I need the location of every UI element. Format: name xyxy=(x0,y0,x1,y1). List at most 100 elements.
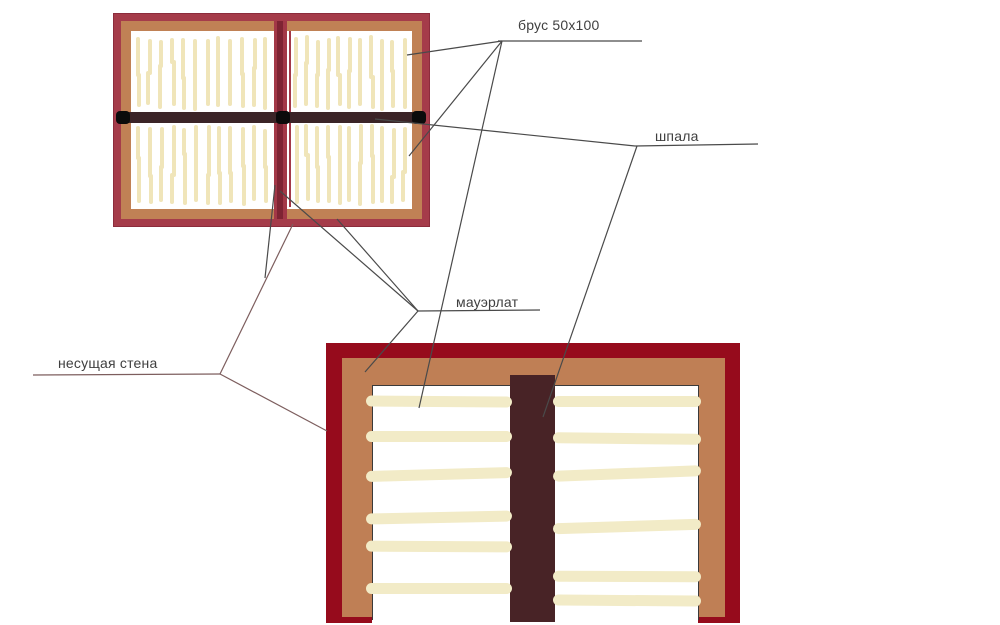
joist-stripe xyxy=(170,172,175,204)
joist-stripe xyxy=(206,75,211,106)
leader-line xyxy=(417,309,541,312)
joist-stripe xyxy=(369,124,374,158)
label-mauerlat: мауэрлат xyxy=(456,294,519,310)
leader-line xyxy=(32,373,221,376)
joist-stripe xyxy=(193,38,198,84)
joist-stripe xyxy=(294,36,299,77)
joist-stripe xyxy=(157,63,162,109)
joist-stripe xyxy=(136,156,141,203)
sleeper-end-cap-left xyxy=(116,111,130,124)
joist-stripe xyxy=(293,72,298,109)
joist-stripe xyxy=(390,39,395,73)
joist-stripe xyxy=(228,38,233,72)
sleeper-end-cap-right xyxy=(412,111,426,124)
joist-stripe xyxy=(295,171,300,205)
floor-beam xyxy=(552,593,702,607)
joist-stripe xyxy=(216,125,221,175)
joist-stripe xyxy=(171,125,176,177)
bottom-section-wall-right xyxy=(725,343,740,623)
leader-line xyxy=(219,223,294,375)
joist-stripe xyxy=(263,37,268,77)
joist-stripe xyxy=(316,164,321,204)
sleeper-end-cap-middle xyxy=(276,111,290,124)
bottom-section-sleeper-post xyxy=(510,375,555,622)
joist-stripe xyxy=(403,72,408,110)
joist-stripe xyxy=(135,37,140,77)
leader-line xyxy=(219,373,328,432)
joist-stripe xyxy=(325,68,330,110)
joist-stripe xyxy=(370,153,375,205)
joist-stripe xyxy=(160,126,165,170)
joist-stripe xyxy=(326,155,331,203)
joist-stripe xyxy=(228,125,233,176)
joist-stripe xyxy=(305,153,310,202)
joist-stripe xyxy=(390,174,395,205)
joist-stripe xyxy=(171,59,176,107)
joist-stripe xyxy=(391,127,396,179)
joist-stripe xyxy=(193,125,198,169)
label-sleeper: шпала xyxy=(655,128,699,144)
joist-stripe xyxy=(135,126,140,161)
joist-stripe xyxy=(303,60,308,106)
joist-stripe xyxy=(346,175,351,202)
joist-stripe xyxy=(337,73,342,107)
joist-stripe xyxy=(357,161,362,206)
joist-stripe xyxy=(217,170,222,206)
joist-stripe xyxy=(206,125,211,178)
floor-beam xyxy=(365,509,513,525)
joist-stripe xyxy=(347,37,352,73)
joist-stripe xyxy=(262,72,267,111)
joist-stripe xyxy=(359,124,364,166)
joist-stripe xyxy=(194,164,199,203)
joist-stripe xyxy=(369,35,374,79)
top-plan-sleeper-bar xyxy=(120,112,424,123)
joist-stripe xyxy=(370,74,375,110)
joist-stripe xyxy=(137,72,142,107)
joist-stripe xyxy=(337,124,342,163)
joist-stripe xyxy=(148,127,153,178)
interior-edge-left xyxy=(372,385,373,620)
bottom-section-mauerlat-right xyxy=(697,385,725,617)
joist-stripe xyxy=(304,124,309,158)
label-beam: брус 50х100 xyxy=(518,17,600,33)
joist-stripe xyxy=(181,37,186,81)
joist-stripe xyxy=(252,37,257,70)
joist-stripe xyxy=(358,37,363,83)
interior-edge-right xyxy=(698,385,699,620)
floor-beam xyxy=(366,582,512,594)
joist-stripe xyxy=(169,38,174,64)
joist-stripe xyxy=(262,129,267,170)
joist-stripe xyxy=(216,36,221,81)
joist-stripe xyxy=(357,78,362,106)
joist-stripe xyxy=(193,79,197,111)
joist-stripe xyxy=(400,170,405,202)
joist-stripe xyxy=(148,173,153,204)
joist-stripe xyxy=(314,72,319,109)
joist-stripe xyxy=(390,68,395,108)
floor-beam xyxy=(552,431,702,445)
joist-stripe xyxy=(229,171,234,204)
joist-stripe xyxy=(216,76,221,108)
leader-line xyxy=(336,218,419,312)
joist-stripe xyxy=(206,173,211,206)
joist-stripe xyxy=(294,124,299,175)
joist-stripe xyxy=(314,126,319,169)
joist-stripe xyxy=(182,76,187,110)
joist-stripe xyxy=(380,154,385,203)
bottom-section-wall-top xyxy=(326,343,740,358)
bottom-section-wall-left xyxy=(326,343,342,623)
joist-stripe xyxy=(380,64,385,111)
joist-stripe xyxy=(347,68,352,110)
joist-stripe xyxy=(336,35,341,78)
joist-stripe xyxy=(241,164,246,206)
joist-stripe xyxy=(239,36,244,76)
joist-stripe xyxy=(228,67,233,106)
bottom-section-wall-foot-left xyxy=(326,616,372,623)
joist-stripe xyxy=(252,165,257,202)
floor-beam xyxy=(553,395,701,407)
floor-beam xyxy=(365,394,513,408)
joist-stripe xyxy=(347,125,352,180)
joist-stripe xyxy=(146,71,151,105)
joist-stripe xyxy=(325,124,330,160)
